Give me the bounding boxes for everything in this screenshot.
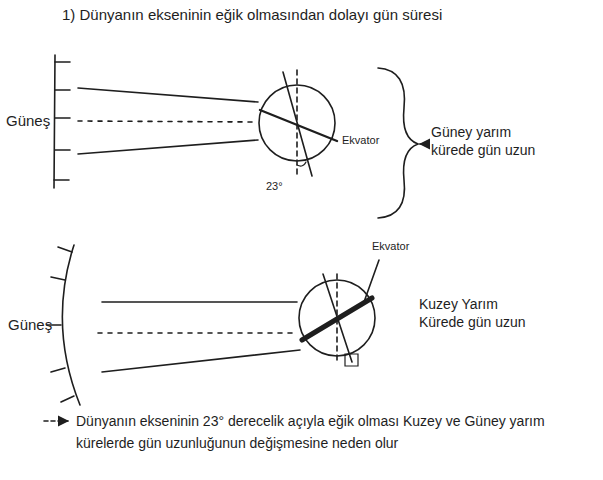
sun-label: Güneş [8,316,52,335]
earth-globe [299,274,375,366]
note-arrow [44,420,68,422]
note-text: Dünyanın ekseninin 23° derecelik açıyla … [76,410,588,454]
note-text: Güney yarım kürede gün uzun [431,124,549,159]
note-text: Kuzey Yarım Kürede gün uzun [419,296,541,331]
sun-rays [98,302,300,372]
earth-globe [259,70,337,178]
summary-bracket [378,68,427,218]
sun-label: Güneş [6,112,50,131]
heading: 1) Dünyanın ekseninin eğik olmasından do… [62,6,442,25]
sun-rays [78,88,258,154]
equator-label: Ekvator [372,240,409,254]
angle-label: 23° [266,180,283,194]
equator-label: Ekvator [342,134,379,148]
sun-edge [54,55,70,188]
leader-line [364,260,379,302]
